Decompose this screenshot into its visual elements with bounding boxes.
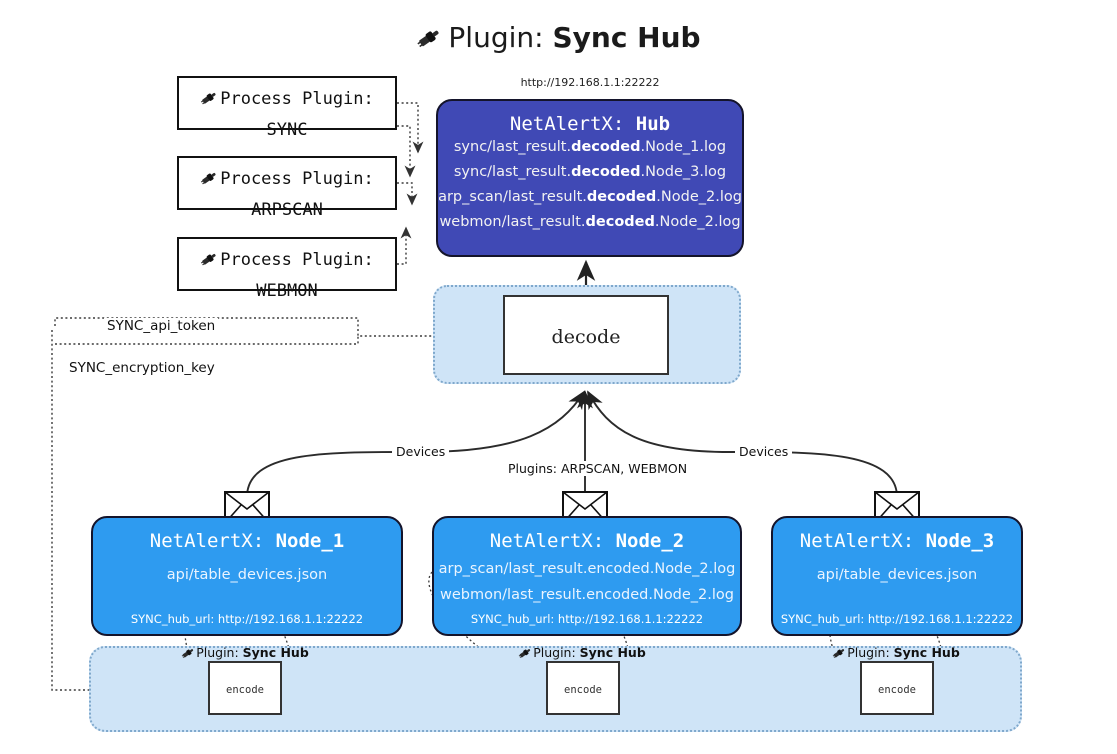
hub-title: NetAlertX: Hub — [438, 101, 742, 135]
encode-box-node3[interactable]: encode — [860, 661, 934, 715]
plug-icon — [200, 88, 218, 116]
hub-node[interactable]: NetAlertX: Hub sync/last_result.decoded.… — [436, 99, 744, 257]
edge-sync-plugin-to-hub-2 — [397, 125, 416, 178]
page-title: Plugin: Sync Hub — [0, 16, 1117, 64]
node-card-node3[interactable]: NetAlertX: Node_3 api/table_devices.json… — [771, 516, 1023, 636]
hub-file-0: sync/last_result.decoded.Node_1.log — [453, 139, 727, 155]
node-card-node2[interactable]: NetAlertX: Node_2 arp_scan/last_result.e… — [432, 516, 742, 636]
encode-box-node2[interactable]: encode — [546, 661, 620, 715]
process-plugin-arpscan[interactable]: Process Plugin: ARPSCAN — [177, 156, 397, 220]
edge-label-plugins: Plugins: ARPSCAN, WEBMON — [504, 461, 692, 476]
node1-title: NetAlertX: Node_1 — [149, 530, 345, 552]
process-plugin-webmon-title: Process Plugin: — [220, 250, 374, 270]
node3-title: NetAlertX: Node_3 — [799, 530, 995, 552]
page-title-prefix: Plugin: — [448, 21, 553, 54]
edge-sync-plugin-to-hub — [397, 102, 424, 154]
encode-box-node1[interactable]: encode — [208, 661, 282, 715]
page-title-name: Sync Hub — [552, 21, 701, 54]
process-plugin-webmon-name: WEBMON — [256, 281, 318, 301]
encode-label: encode — [878, 684, 916, 696]
node1-hub-url: SYNC_hub_url: http://192.168.1.1:22222 — [130, 612, 364, 626]
process-plugin-sync[interactable]: Process Plugin: SYNC — [177, 76, 397, 140]
edge-tokens-to-encoders — [51, 330, 150, 696]
process-plugin-arpscan-name: ARPSCAN — [251, 200, 323, 220]
plug-icon — [518, 646, 532, 663]
node3-hub-url: SYNC_hub_url: http://192.168.1.1:22222 — [780, 612, 1014, 626]
node2-file-1: webmon/last_result.encoded.Node_2.log — [439, 587, 734, 603]
process-plugin-sync-name: SYNC — [266, 120, 308, 140]
encoder3-plugin-label: Plugin: Sync Hub — [811, 645, 981, 663]
node2-hub-url: SYNC_hub_url: http://192.168.1.1:22222 — [470, 612, 704, 626]
hub-url-label: http://192.168.1.1:22222 — [520, 76, 660, 89]
edge-label-devices-right: Devices — [735, 444, 793, 459]
process-plugin-arpscan-title: Process Plugin: — [220, 169, 374, 189]
edge-encryption-key-to-decode — [55, 336, 359, 345]
decode-box[interactable]: decode — [503, 295, 669, 375]
process-plugin-webmon[interactable]: Process Plugin: WEBMON — [177, 237, 397, 301]
encoder1-plugin-label: Plugin: Sync Hub — [160, 645, 330, 663]
node2-title: NetAlertX: Node_2 — [489, 530, 685, 552]
process-plugin-sync-title: Process Plugin: — [220, 89, 374, 109]
edge-label-devices-left: Devices — [392, 444, 450, 459]
decode-label: decode — [551, 326, 621, 348]
encode-label: encode — [226, 684, 264, 696]
plug-icon — [416, 20, 442, 64]
sync-encryption-key-label: SYNC_encryption_key — [66, 360, 218, 376]
hub-title-name: Hub — [635, 113, 671, 135]
sync-api-token-label: SYNC_api_token — [104, 318, 219, 334]
hub-file-1: sync/last_result.decoded.Node_3.log — [453, 164, 727, 180]
edge-webmon-plugin-to-hub — [397, 226, 412, 265]
hub-title-prefix: NetAlertX: — [509, 113, 636, 135]
node3-file-0: api/table_devices.json — [816, 567, 978, 583]
edge-arpscan-plugin-to-hub — [397, 182, 418, 206]
encode-label: encode — [564, 684, 602, 696]
node1-file-0: api/table_devices.json — [166, 567, 328, 583]
node-card-node1[interactable]: NetAlertX: Node_1 api/table_devices.json… — [91, 516, 403, 636]
hub-file-3: webmon/last_result.decoded.Node_2.log — [439, 214, 741, 230]
node2-file-0: arp_scan/last_result.encoded.Node_2.log — [438, 561, 736, 577]
encoder2-plugin-label: Plugin: Sync Hub — [497, 645, 667, 663]
plug-icon — [200, 249, 218, 277]
plug-icon — [832, 646, 846, 663]
plug-icon — [200, 168, 218, 196]
hub-file-2: arp_scan/last_result.decoded.Node_2.log — [438, 189, 742, 205]
plug-icon — [181, 646, 195, 663]
